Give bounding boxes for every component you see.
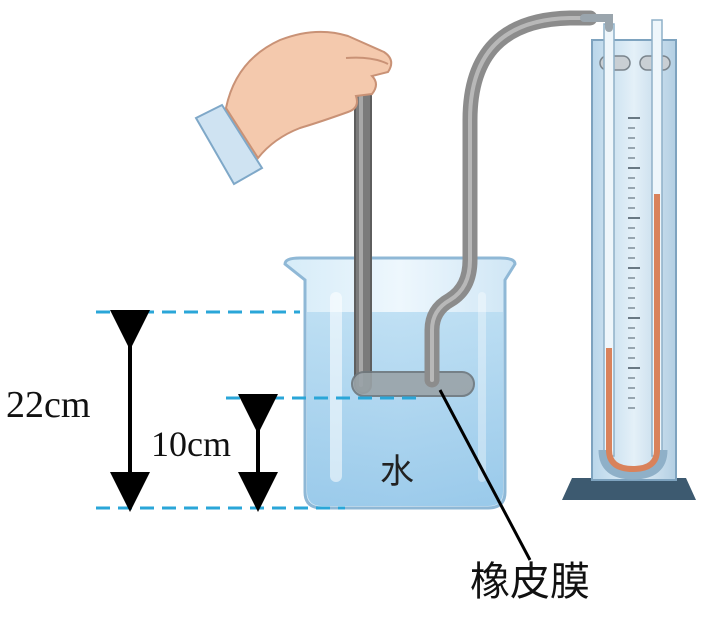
beaker-highlight-right xyxy=(478,292,486,482)
water-label: 水 xyxy=(380,452,414,492)
rubber-hose-shine xyxy=(430,16,592,382)
probe-rod-shine xyxy=(359,92,363,387)
probe-head xyxy=(351,371,475,397)
membrane-leader-line xyxy=(438,389,532,561)
dimension-arrows xyxy=(110,310,278,512)
membrane-label: 橡皮膜 xyxy=(470,559,590,605)
manometer-tube-bottom xyxy=(598,449,668,480)
manometer-liquid-right xyxy=(654,194,660,452)
hand-palm xyxy=(224,30,393,160)
manometer-base xyxy=(562,478,696,500)
hand-cuff xyxy=(194,103,264,186)
manometer-inlet xyxy=(580,14,613,32)
hand-icon xyxy=(194,30,393,186)
manometer-scale xyxy=(628,117,640,409)
beaker-highlight xyxy=(330,292,342,482)
manometer-liquid-bottom xyxy=(606,449,660,473)
u-tube-manometer-icon xyxy=(562,14,696,500)
depth-10cm-label: 10cm xyxy=(151,424,231,464)
hand-thumb xyxy=(345,56,389,65)
manometer-liquid-left xyxy=(606,348,612,452)
depth-22cm-label: 22cm xyxy=(6,384,91,426)
